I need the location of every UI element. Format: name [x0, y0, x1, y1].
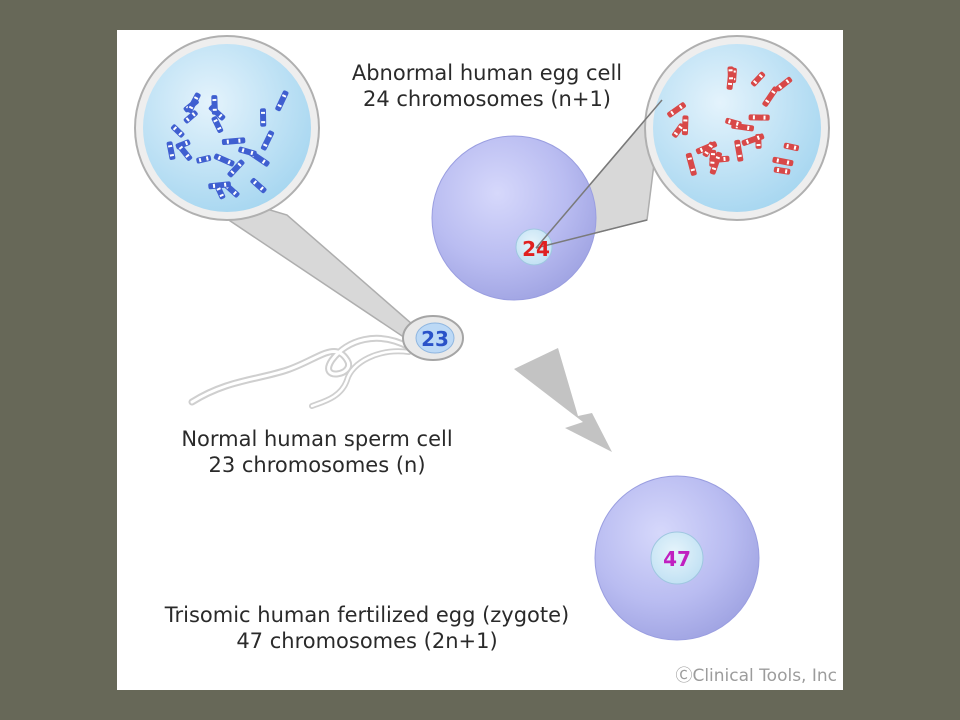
chromosome	[702, 141, 715, 158]
chromosome	[183, 110, 198, 124]
chromosome	[215, 185, 226, 200]
zygote-nucleus	[650, 531, 704, 585]
chromosome	[772, 156, 794, 167]
chromosome	[725, 117, 742, 128]
chromosome	[211, 95, 218, 115]
chromosome	[238, 146, 257, 157]
chromosome	[208, 181, 231, 190]
zygote-cell	[594, 475, 760, 641]
chromosome	[709, 151, 722, 175]
chromosome	[741, 133, 765, 146]
sperm-label: Normal human sperm cell 23 chromosomes (…	[147, 426, 487, 478]
chromosome	[170, 124, 185, 138]
chromosome	[672, 123, 685, 138]
chromosome	[186, 92, 201, 114]
egg-cell	[431, 135, 597, 301]
trisomy-diagram	[134, 35, 830, 641]
chromosome	[213, 153, 235, 167]
chromosome	[775, 76, 793, 92]
chromosome	[750, 71, 766, 87]
chromosome	[727, 66, 735, 83]
sperm-chromosomes	[166, 90, 289, 200]
copyright-notice: ⒸClinical Tools, Inc	[675, 666, 837, 686]
chromosome	[734, 139, 744, 162]
chromosome	[748, 114, 770, 121]
egg-chromosomes	[667, 66, 800, 176]
chromosome	[166, 141, 176, 160]
egg-label-line1: Abnormal human egg cell	[351, 61, 623, 85]
egg-chromosome-count: 24	[522, 237, 550, 261]
sperm-label-line2: 23 chromosomes (n)	[208, 453, 426, 477]
sperm-label-line1: Normal human sperm cell	[181, 427, 453, 451]
chromosome	[221, 137, 246, 146]
sperm-tail	[188, 334, 413, 406]
egg-chromosome-zoom	[644, 35, 830, 221]
egg-zoom-line-b	[535, 219, 648, 249]
chromosome	[709, 149, 717, 167]
sperm-chromosome-zoom	[134, 35, 320, 221]
fertilization-arrow	[514, 348, 612, 452]
zygote-label: Trisomic human fertilized egg (zygote) 4…	[117, 602, 617, 654]
chromosome	[227, 159, 245, 178]
diagram-panel: Abnormal human egg cell 24 chromosomes (…	[117, 30, 843, 690]
chromosome	[250, 177, 267, 194]
zygote-label-line1: Trisomic human fertilized egg (zygote)	[164, 603, 570, 627]
chromosome	[762, 86, 779, 107]
chromosome	[681, 115, 689, 136]
chromosome	[773, 166, 791, 175]
chromosome	[259, 108, 267, 127]
egg-zoom-line-a	[535, 99, 663, 249]
chromosome	[196, 155, 212, 164]
chromosome	[667, 102, 686, 118]
zygote-chromosome-count: 47	[663, 547, 691, 571]
zygote-label-line2: 47 chromosomes (2n+1)	[236, 629, 498, 653]
egg-label-line2: 24 chromosomes (n+1)	[362, 87, 611, 111]
chromosome	[783, 142, 800, 152]
sperm-chromosome-count: 23	[421, 327, 449, 351]
chromosome	[211, 116, 224, 133]
chromosome	[260, 130, 275, 151]
chromosome	[685, 152, 697, 176]
sperm-head	[402, 315, 464, 361]
chromosome	[275, 90, 289, 112]
egg-nucleus	[515, 228, 553, 266]
egg-label: Abnormal human egg cell 24 chromosomes (…	[307, 60, 667, 112]
chromosome	[176, 142, 193, 161]
